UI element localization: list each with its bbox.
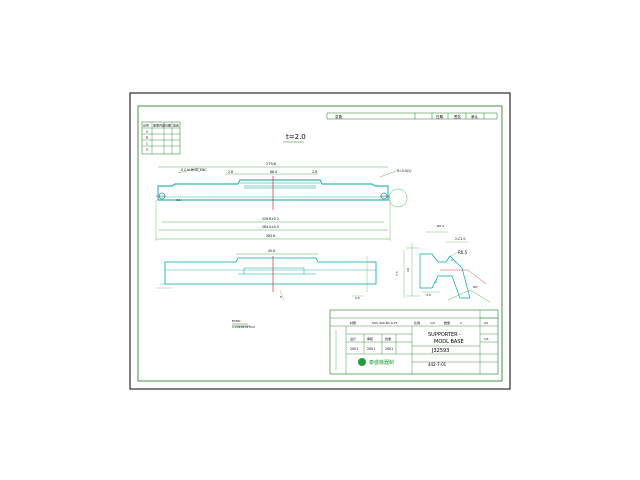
note-cut: S C N MOD_ENC: [181, 168, 207, 172]
det-angle: 60°: [473, 285, 479, 289]
sign-label-2: 批准: [385, 336, 391, 341]
title-block: 材质 SUS 304 BA 0.2T 比例 1/2 数量 1 SUPPORTER…: [329, 309, 499, 375]
strip-cell-date: 日期: [436, 114, 444, 119]
det-c: 2-C1.0: [455, 237, 465, 241]
note-stamp: ECRD: [232, 319, 241, 323]
scale-label: 比例: [414, 320, 420, 325]
qty-label: 数量: [444, 320, 450, 325]
dim-overall-top: 279.6: [266, 162, 276, 166]
scale-value: 1/2: [430, 321, 435, 325]
det-w: 3.5: [426, 293, 431, 297]
ref-front: 4.1: [176, 198, 181, 202]
header-label: 变更: [335, 114, 343, 119]
part-name: SUPPORTER -: [428, 332, 461, 338]
detail-circle: [388, 188, 408, 208]
rev-header-1: 变更内容: [153, 123, 165, 128]
company-logo: [358, 358, 366, 366]
strip-cell-approve: 承认: [471, 114, 479, 119]
rev-row-c: C: [146, 142, 148, 146]
rev-header-2: 日期: [165, 123, 171, 128]
revision-table: 记号 变更内容 日期 签名 A B C D: [141, 121, 181, 155]
side-label-1: 1/1: [484, 337, 489, 341]
inner-border: [137, 105, 503, 382]
dim-step-right: 2.8: [312, 170, 317, 174]
dim-total-outer: 283.6: [266, 234, 275, 238]
rev-row-a: A: [146, 130, 149, 134]
dim-mid-width: 88.4: [270, 170, 277, 174]
qty-value: 1: [460, 321, 462, 325]
front-view: 45.6 5 2.5: [156, 249, 377, 301]
part-name-2: MODL BASE: [434, 339, 464, 345]
dim-h-detail: 5: [280, 295, 282, 299]
dim-step-left: 2.8: [228, 170, 233, 174]
sign-value-1: 2001: [367, 347, 375, 351]
material-label: 材质: [350, 320, 356, 325]
rev-header-3: 签名: [173, 123, 179, 128]
strip-cell-sign: 签名: [454, 114, 461, 119]
stamp-note: ECRD 1.2345678 ECC: [232, 319, 255, 329]
top-strip: 变更 日期 签名 承认: [326, 112, 498, 120]
rev-row-b: B: [146, 136, 148, 140]
dim-total-inner: 264.0±0.5: [262, 225, 279, 229]
note-radius: R=5.0(2): [397, 169, 411, 173]
rev-row-d: D: [146, 148, 149, 152]
det-top: R0.4: [437, 224, 444, 228]
note-stamp-sub: 1.2345678 ECC: [232, 325, 255, 329]
drawing-number: 442-7-01: [428, 362, 447, 367]
thickness-label: t=2.0: [286, 133, 306, 141]
part-number: J32593: [431, 348, 449, 354]
dim-hole-span: 229.6±0.2: [262, 217, 279, 221]
rev-header-0: 记号: [143, 123, 149, 128]
company-name: 泰盛機器制: [369, 359, 394, 366]
det-h2: 7.5: [395, 271, 399, 276]
sign-label-0: 设计: [350, 336, 356, 341]
sign-value-0: 2001: [350, 347, 358, 351]
sign-value-2: 2001: [385, 347, 393, 351]
dim-slot-width: 45.6: [268, 249, 275, 253]
detail-view: R0.4 2-C1.0 R0.5 10 7.5 3.5 60°: [395, 224, 491, 303]
material-value: SUS 304 BA 0.2T: [372, 321, 397, 325]
det-r: R0.5: [458, 250, 468, 255]
dim-side: 2.5: [355, 296, 360, 300]
top-view: 279.6 S C N MOD_ENC R=5.0(2) 2.8 88.4 2.…: [155, 162, 411, 241]
sign-label-1: 审核: [367, 336, 373, 341]
side-label-0: A3: [484, 321, 488, 325]
det-h1: 10: [406, 268, 410, 272]
outer-border: [129, 92, 511, 390]
